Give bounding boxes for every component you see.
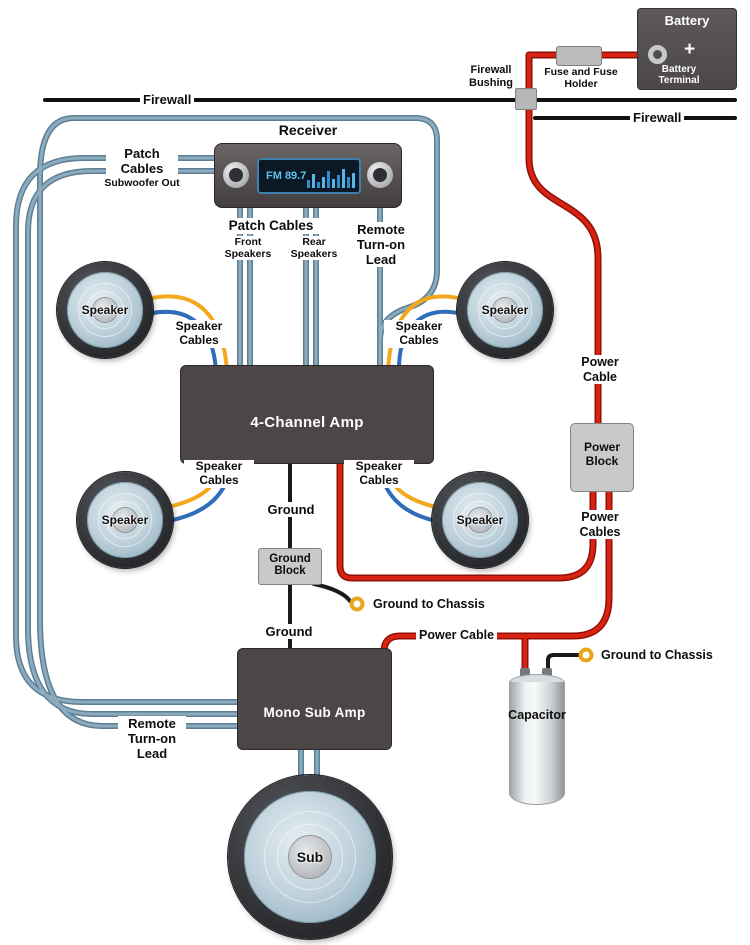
rear-speakers-label: Rear Speakers	[281, 236, 347, 261]
subwoofer: Sub	[228, 775, 392, 939]
power-cables-label: Power Cables	[565, 510, 635, 539]
subwoofer-patch-cable-1	[14, 156, 252, 704]
subwoofer-out-label: Subwoofer Out	[96, 177, 188, 190]
four-channel-amp-label: 4-Channel Amp	[250, 414, 364, 431]
fuse-label: Fuse and Fuse Holder	[541, 66, 621, 91]
battery-plus-sign: +	[684, 39, 696, 60]
amp-heatsink-fins	[238, 649, 391, 677]
speaker-label: Speaker	[101, 513, 149, 527]
volume-knob-icon	[223, 162, 249, 188]
mono-sub-amp-label: Mono Sub Amp	[263, 705, 366, 720]
ground-to-chassis-label-right: Ground to Chassis	[598, 648, 716, 663]
battery-terminal-label: Battery Terminal	[658, 64, 700, 86]
power-block: Power Block	[570, 423, 634, 492]
subwoofer-label: Sub	[296, 849, 324, 865]
ground-capacitor	[546, 653, 580, 672]
battery-terminal-icon	[648, 45, 667, 64]
speaker-rear-right: Speaker	[432, 472, 528, 568]
speaker-label: Speaker	[81, 303, 129, 317]
power-cables	[338, 53, 654, 680]
patch-cables-subout-title: Patch Cables	[106, 146, 178, 177]
ground-block-label: Ground Block	[269, 553, 311, 577]
ground-label-top: Ground	[258, 502, 324, 518]
ring-terminals	[349, 596, 594, 663]
spectrum-bars-icon	[307, 169, 355, 188]
mono-sub-amp: Mono Sub Amp	[237, 648, 392, 750]
receiver: FM 89.7	[214, 143, 402, 208]
speaker-label: Speaker	[481, 303, 529, 317]
power-cable-label-main: Power Cable	[567, 355, 633, 384]
patch-cables	[14, 116, 439, 802]
fuse-holder	[556, 46, 602, 66]
ground-block: Ground Block	[258, 548, 322, 585]
speaker-rear-left: Speaker	[77, 472, 173, 568]
ground-to-chassis-mid	[312, 582, 352, 603]
receiver-title: Receiver	[278, 122, 338, 138]
speaker-cables-label-rr: Speaker Cables	[344, 459, 414, 488]
power-cable-label-sub: Power Cable	[416, 628, 498, 643]
ground-label-bottom: Ground	[256, 624, 322, 640]
power-cable-battery-to-block	[527, 53, 654, 427]
speaker-dust-cap	[92, 297, 118, 323]
front-speakers-label: Front Speakers	[215, 236, 281, 261]
speaker-label: Speaker	[456, 513, 504, 527]
power-cable-block-to-subamp	[382, 488, 611, 666]
capacitor-body	[509, 682, 565, 805]
ring-terminal-icon	[578, 647, 594, 663]
firewall-bushing-label: Firewall Bushing	[469, 64, 513, 89]
battery-title: Battery	[664, 13, 710, 28]
power-cable-block-to-4ch-amp	[338, 450, 595, 580]
power-block-label: Power Block	[583, 440, 620, 468]
ground-to-chassis-label-mid: Ground to Chassis	[370, 597, 488, 612]
firewall-label-right: Firewall	[630, 110, 685, 126]
speaker-cables-label-rl: Speaker Cables	[184, 459, 254, 488]
remote-turn-on-lead-loop-label: Remote Turn-on Lead	[118, 716, 186, 762]
firewall-bushing	[515, 88, 537, 110]
ring-terminal-icon	[349, 596, 365, 612]
radio-station-readout: FM 89.7	[266, 170, 307, 182]
capacitor	[508, 666, 566, 808]
firewall-label-left: Firewall	[140, 92, 195, 108]
remote-turn-on-lead-label: Remote Turn-on Lead	[348, 222, 414, 268]
amp-heatsink-fins	[181, 366, 433, 400]
battery: Battery + Battery Terminal	[637, 8, 737, 90]
speaker-front-right: Speaker	[457, 262, 553, 358]
capacitor-label: Capacitor	[508, 708, 566, 722]
speaker-front-left: Speaker	[57, 262, 153, 358]
speaker-cables-label-fl: Speaker Cables	[164, 319, 234, 348]
speaker-cables-label-fr: Speaker Cables	[384, 319, 454, 348]
tuning-knob-icon	[367, 162, 393, 188]
receiver-display: FM 89.7	[257, 158, 361, 194]
patch-cables-label: Patch Cables	[222, 218, 320, 234]
four-channel-amp: 4-Channel Amp	[180, 365, 434, 464]
